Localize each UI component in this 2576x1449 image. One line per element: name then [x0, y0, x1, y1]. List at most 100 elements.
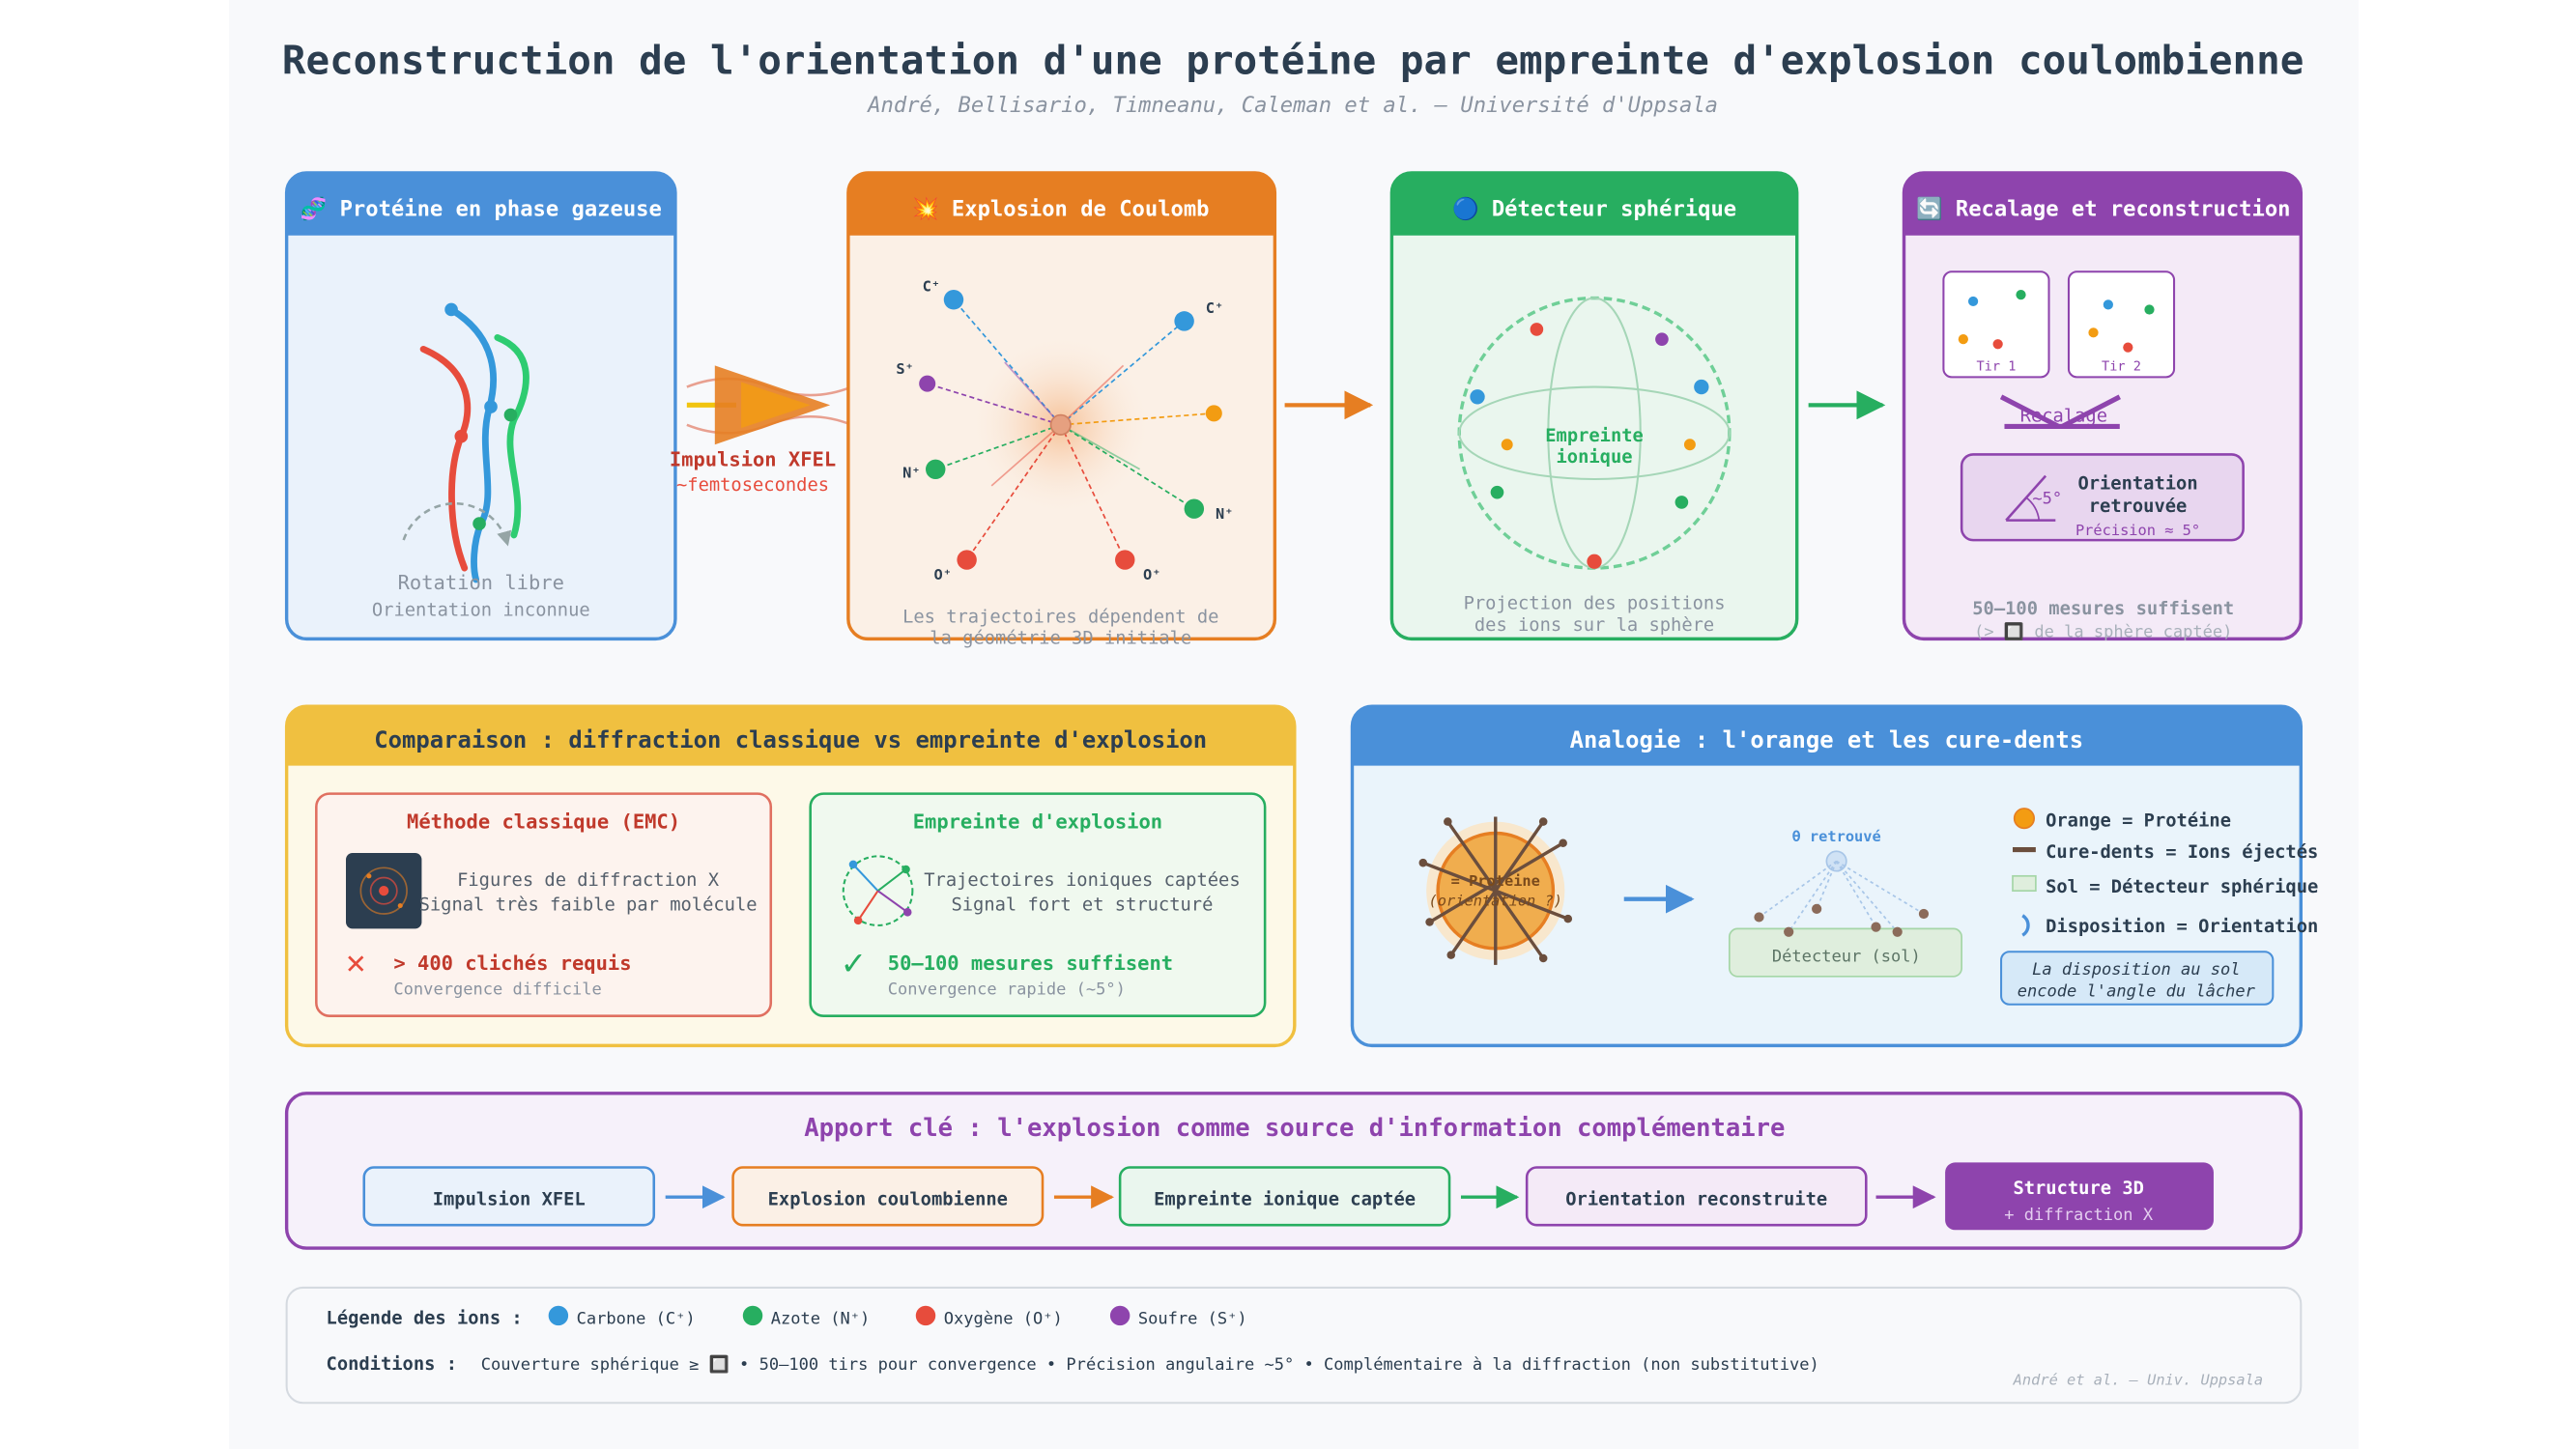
analogy-note-box — [2000, 951, 2275, 1006]
legend-ion-name: Azote (N⁺) — [771, 1309, 871, 1328]
legend-ions-label: Légende des ions : — [327, 1308, 523, 1328]
protein-caption-rotation: Rotation libre — [398, 571, 564, 594]
ion-trajectories-icon — [842, 855, 914, 926]
arrangement-legend-icon — [2021, 914, 2030, 937]
classic-line-1: Figures de diffraction X — [457, 870, 720, 891]
shot-2-label: Tir 2 — [2102, 359, 2141, 375]
panel-explosion: 💥 Explosion de Coulomb C — [846, 171, 1277, 648]
legend-conditions-text: Couverture sphérique ≥ 🔲 • 50–100 tirs p… — [481, 1354, 1819, 1375]
detector-center-label-1: Empreinte — [1545, 426, 1644, 446]
key-contribution-header: Apport clé : l'explosion comme source d'… — [804, 1114, 1785, 1143]
analogy-legend-item: Sol = Détecteur sphérique — [2046, 877, 2318, 897]
ion-label: S⁺ — [896, 360, 913, 378]
ion-label: C⁺ — [923, 278, 940, 296]
pipeline-step-xfel — [362, 1166, 656, 1227]
classic-method-card — [315, 792, 773, 1017]
legend-ion-name: Oxygène (O⁺) — [944, 1309, 1063, 1328]
classic-note: Convergence difficile — [393, 980, 601, 1000]
orientation-result-box — [1960, 453, 2245, 542]
pipeline-step-label: Explosion coulombienne — [768, 1190, 1008, 1210]
theta-found-label: θ retrouvé — [1791, 828, 1880, 845]
page-title: Reconstruction de l'orientation d'une pr… — [282, 38, 2304, 84]
atom-dot — [444, 302, 458, 317]
protein-caption-orientation: Orientation inconnue — [372, 600, 590, 620]
page-subtitle: André, Bellisario, Timneanu, Caleman et … — [866, 93, 1718, 118]
orange-label-2: (orientation ?) — [1429, 892, 1562, 909]
explosion-caption-2: la géométrie 3D initiale — [930, 628, 1191, 648]
detected-ion — [1674, 496, 1689, 509]
detected-ion — [1694, 379, 1709, 395]
protein-panel-header: 🧬 Protéine en phase gazeuse — [301, 195, 662, 221]
panel-comparison: Comparaison : diffraction classique vs e… — [284, 704, 1297, 1048]
comparison-header: Comparaison : diffraction classique vs e… — [374, 726, 1207, 753]
ion-oxygen — [957, 550, 977, 570]
legend-conditions-label: Conditions : — [327, 1354, 457, 1375]
ground-label: Détecteur (sol) — [1772, 947, 1921, 966]
detected-ion — [1501, 439, 1513, 451]
ion-carbon — [943, 290, 964, 310]
atom-dot — [503, 408, 518, 422]
reconstruction-caption-1: 50–100 mesures suffisent — [1972, 599, 2234, 619]
imprint-result: 50–100 mesures suffisent — [888, 952, 1173, 975]
imprint-line-2: Signal fort et structuré — [951, 895, 1213, 916]
pipeline-step-label: Orientation reconstruite — [1565, 1190, 1827, 1210]
xfel-pulse-label: Impulsion XFEL — [670, 447, 836, 470]
ion-generic — [1205, 405, 1222, 422]
toothpicks-icon — [1422, 816, 1569, 965]
ion-nitrogen — [1184, 498, 1205, 519]
orientation-result-2: retrouvée — [2089, 497, 2188, 517]
analogy-header: Analogie : l'orange et les cure-dents — [1570, 726, 2083, 753]
check-icon: ✓ — [843, 941, 865, 983]
classic-method-title: Méthode classique (EMC) — [407, 810, 680, 833]
precision-label: Précision ≈ 5° — [2075, 522, 2200, 539]
classic-line-2: Signal très faible par molécule — [419, 895, 758, 916]
oxygen-swatch — [915, 1305, 936, 1326]
detected-ion — [1470, 389, 1485, 405]
detector-caption-2: des ions sur la sphère — [1474, 615, 1714, 636]
detector-caption-1: Projection des positions — [1464, 594, 1726, 614]
xfel-pulse-sublabel: ~femtosecondes — [676, 475, 829, 496]
imprint-method-title: Empreinte d'explosion — [913, 810, 1162, 833]
ion-carbon — [1174, 311, 1194, 331]
reconstruction-caption-2: (> 🔲 de la sphère captée) — [1974, 622, 2232, 642]
ion-label: N⁺ — [902, 464, 920, 481]
legend-ion-name: Soufre (S⁺) — [1138, 1309, 1247, 1328]
ion-sulfur — [919, 375, 936, 392]
atom-dot — [472, 517, 486, 530]
pipeline-step-explosion — [731, 1166, 1045, 1227]
imprint-note: Convergence rapide (~5°) — [888, 980, 1126, 1000]
legend-ion-name: Carbone (C⁺) — [577, 1309, 696, 1328]
registration-arrows-icon — [1999, 394, 2121, 430]
rotation-arrow-icon — [402, 501, 512, 547]
analogy-legend-item: Orange = Protéine — [2046, 811, 2231, 832]
ion-label: O⁺ — [934, 566, 952, 583]
pipeline-step-imprint — [1118, 1166, 1451, 1227]
credit-text: André et al. — Univ. Uppsala — [2013, 1372, 2263, 1389]
analogy-note-1: La disposition au sol — [2032, 960, 2240, 980]
ion-nitrogen — [926, 459, 946, 480]
ground-detector — [1728, 927, 1963, 978]
pipeline-step-label: Empreinte ionique captée — [1154, 1190, 1416, 1210]
ion-label: N⁺ — [1216, 505, 1233, 523]
atom-dot — [454, 429, 469, 443]
ion-label: O⁺ — [1143, 566, 1160, 583]
reconstruction-panel-header: 🔄 Recalage et reconstruction — [1916, 195, 2290, 221]
shot-1-label: Tir 1 — [1976, 359, 2016, 375]
pipeline-step-orientation — [1525, 1166, 1868, 1227]
protein-strand-blue — [447, 306, 497, 583]
pipeline-step-label: Structure 3D — [2013, 1179, 2143, 1199]
panel-detector: 🔵 Détecteur sphérique Empreinte ionique … — [1389, 171, 1799, 641]
legend-footer: Légende des ions : Carbone (C⁺) Azote (N… — [285, 1286, 2303, 1405]
detected-ion — [1530, 323, 1544, 336]
nitrogen-swatch — [742, 1305, 763, 1326]
orientation-result-1: Orientation — [2077, 473, 2197, 494]
atom-dot — [484, 400, 498, 413]
detected-ion — [1655, 332, 1669, 346]
analogy-legend-item: Cure-dents = Ions éjectés — [2046, 842, 2318, 863]
angle-label: ~5° — [2032, 490, 2062, 509]
panel-protein: 🧬 Protéine en phase gazeuse Rotation lib… — [284, 171, 677, 641]
detected-ion — [1683, 439, 1696, 451]
pipeline-step-structure — [1945, 1162, 2214, 1231]
